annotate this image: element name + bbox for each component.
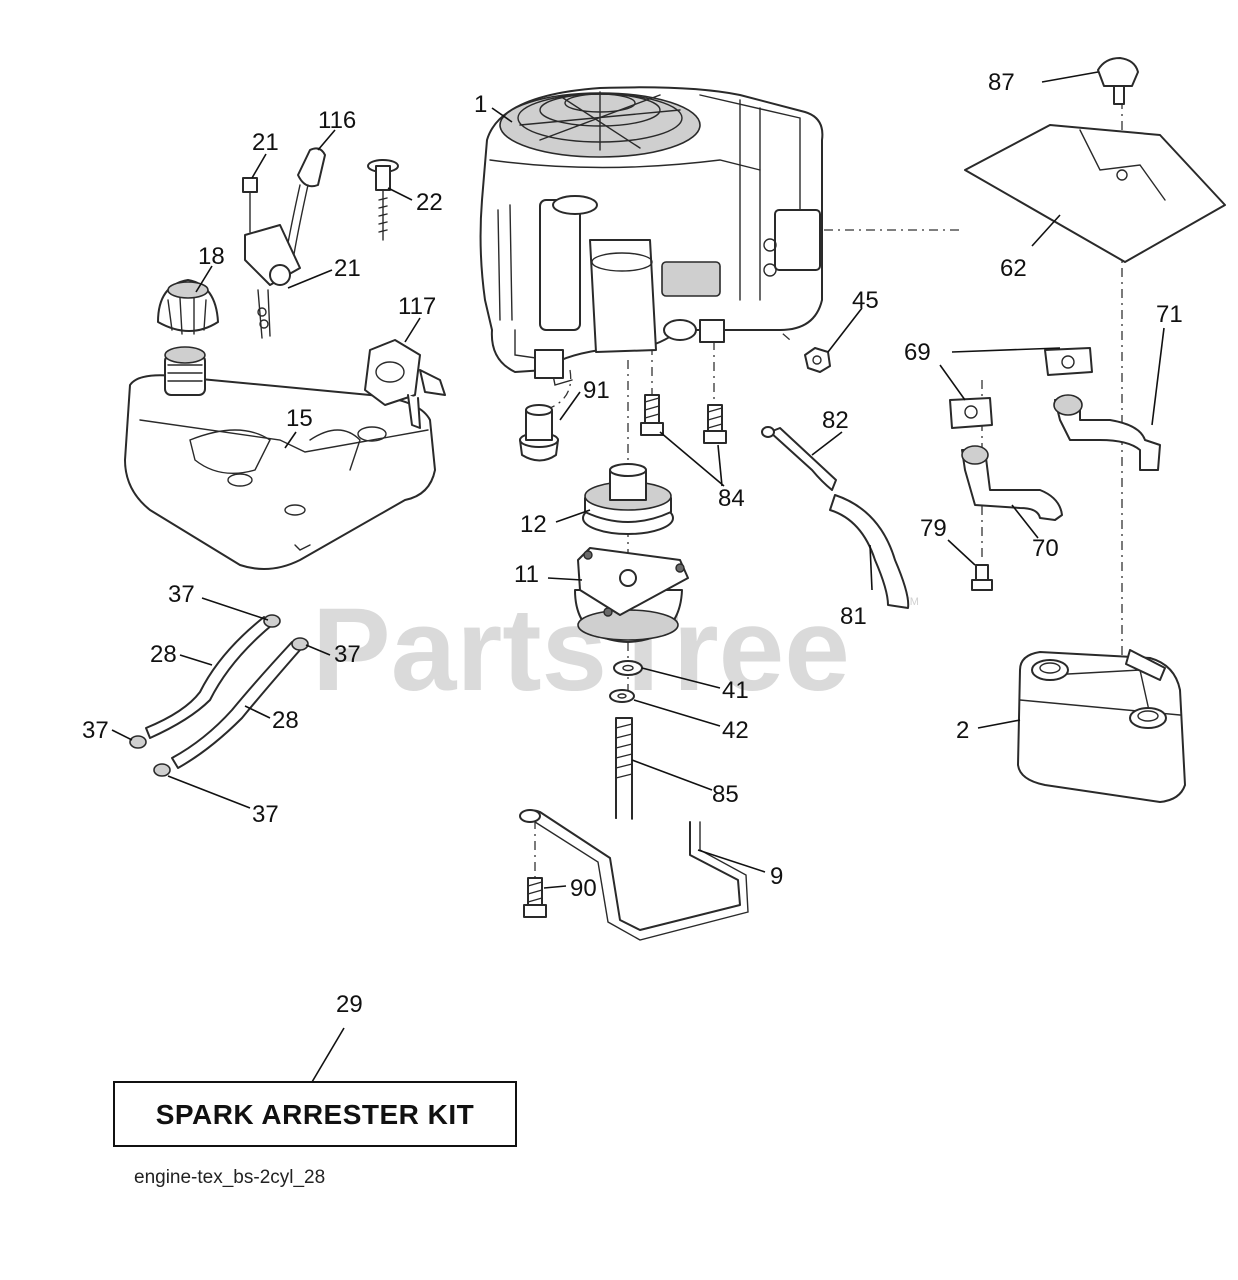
callout-87: 87 <box>988 69 1015 96</box>
callout-117: 117 <box>398 293 436 320</box>
part-vent-hose <box>761 426 910 609</box>
part-fuel-cap-18 <box>157 279 219 335</box>
callout-62: 62 <box>1000 255 1027 282</box>
part-knob-87 <box>1097 57 1139 105</box>
part-engine <box>479 86 824 386</box>
callout-2: 2 <box>956 717 969 744</box>
callout-37: 37 <box>252 801 279 828</box>
callout-90: 90 <box>570 875 597 902</box>
part-fuel-lines-28 <box>129 614 309 777</box>
callout-28: 28 <box>272 707 299 734</box>
callout-37: 37 <box>334 641 361 668</box>
callout-18: 18 <box>198 243 225 270</box>
part-rod-9 <box>519 809 749 941</box>
callout-1: 1 <box>474 91 487 118</box>
callout-15: 15 <box>286 405 313 432</box>
callout-28: 28 <box>150 641 177 668</box>
callout-21: 21 <box>252 129 279 156</box>
diagram-code: engine-tex_bs-2cyl_28 <box>134 1167 325 1188</box>
callout-69: 69 <box>904 339 931 366</box>
callout-45: 45 <box>852 287 879 314</box>
callout-labels: 1 21 116 22 18 21 117 15 45 91 82 84 12 … <box>82 69 1183 1018</box>
callout-70: 70 <box>1032 535 1059 562</box>
callout-29: 29 <box>336 991 363 1018</box>
callout-9: 9 <box>770 863 783 890</box>
callout-37: 37 <box>82 717 109 744</box>
callout-12: 12 <box>520 511 547 538</box>
spark-arrester-kit-box: SPARK ARRESTER KIT <box>113 1081 517 1147</box>
part-bolts-84 <box>640 394 727 444</box>
callout-11: 11 <box>514 561 539 588</box>
part-pulley-12 <box>582 463 674 535</box>
callout-79: 79 <box>920 515 947 542</box>
part-nut-45 <box>804 347 831 373</box>
callout-71: 71 <box>1156 301 1183 328</box>
callout-85: 85 <box>712 781 739 808</box>
callout-82: 82 <box>822 407 849 434</box>
callout-81: 81 <box>840 603 867 630</box>
part-bushing-91 <box>519 404 559 462</box>
callout-37: 37 <box>168 581 195 608</box>
callout-21: 21 <box>334 255 361 282</box>
callout-22: 22 <box>416 189 443 216</box>
callout-84: 84 <box>718 485 745 512</box>
callout-116: 116 <box>318 107 356 134</box>
part-clutch-11 <box>574 547 689 643</box>
part-fuel-tank-15 <box>124 346 436 570</box>
kit-label: SPARK ARRESTER KIT <box>156 1099 475 1130</box>
callout-41: 41 <box>722 677 749 704</box>
callout-91: 91 <box>583 377 610 404</box>
part-muffler-2 <box>1017 649 1186 803</box>
part-throttle-control <box>242 147 399 339</box>
part-shutoff-valve-117 <box>364 339 446 429</box>
leader-lines <box>111 71 1165 1083</box>
part-heat-shield-62 <box>964 124 1226 263</box>
callout-42: 42 <box>722 717 749 744</box>
part-exhaust-pipes <box>949 347 1161 591</box>
